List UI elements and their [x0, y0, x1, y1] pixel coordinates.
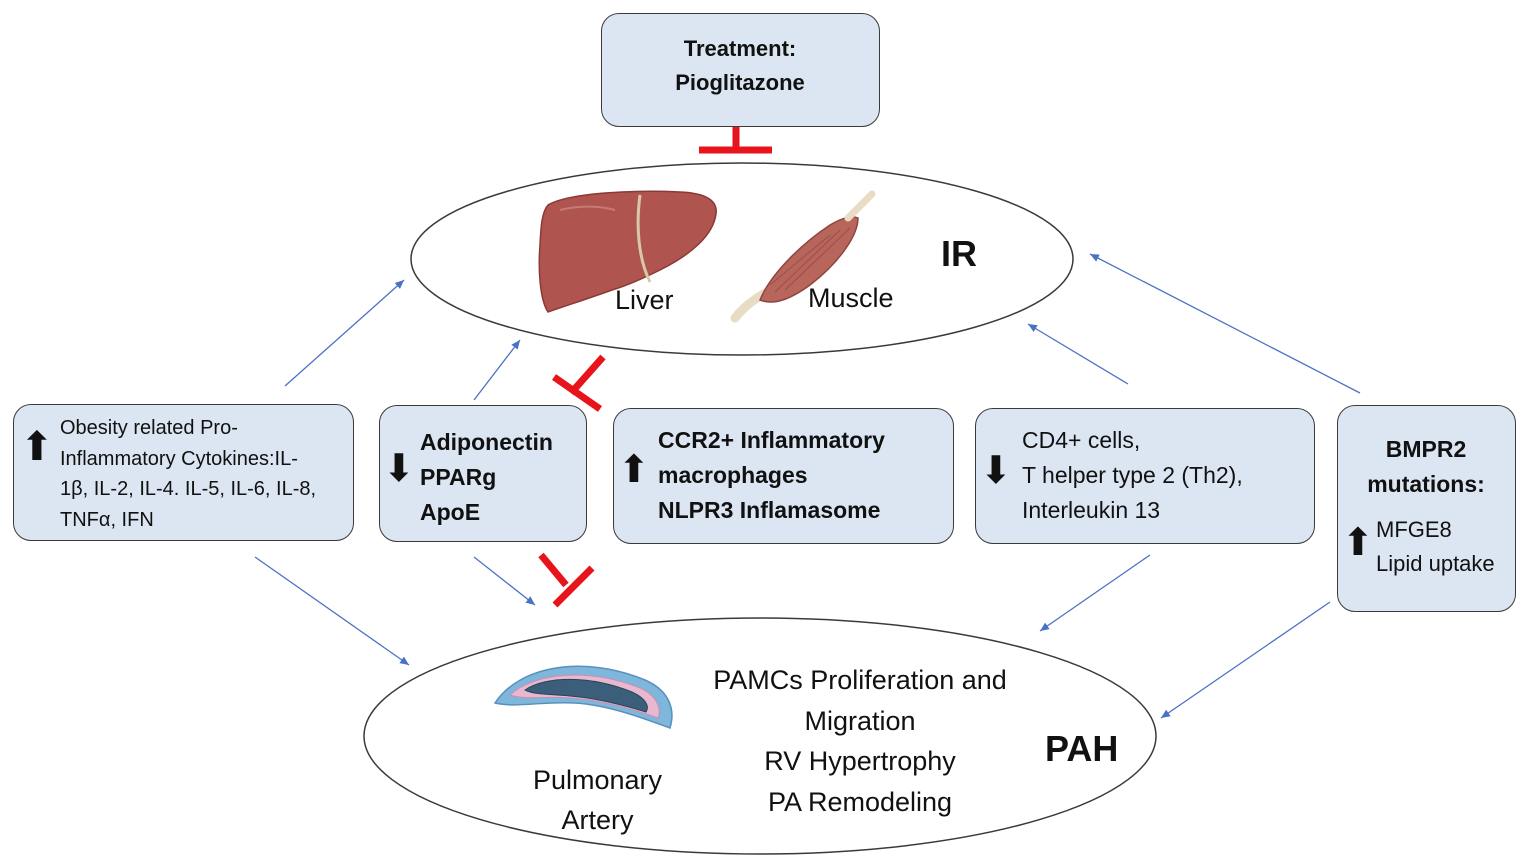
adiponectin-box: ⬇ Adiponectin PPARg ApoE: [379, 405, 587, 542]
mfge8-line: MFGE8: [1376, 517, 1452, 542]
cd4-box: ⬇ CD4+ cells, T helper type 2 (Th2), Int…: [975, 408, 1315, 544]
ir-label: IR: [941, 233, 977, 274]
cytokines-text: Obesity related Pro- Inflammatory Cytoki…: [60, 413, 316, 535]
pah-effects: PAMCs Proliferation and Migration RV Hyp…: [680, 660, 1040, 822]
up-arrow-icon: ⬆: [618, 449, 650, 491]
bmpr2-text: MFGE8 Lipid uptake: [1376, 513, 1495, 581]
treatment-drug: Pioglitazone: [675, 70, 805, 95]
apoe-line: ApoE: [420, 499, 481, 525]
pulmonary-artery-icon: [493, 665, 673, 729]
arrow-adipo-to-ir: [473, 339, 521, 401]
pah-label: PAH: [1045, 728, 1119, 769]
lipid-uptake-line: Lipid uptake: [1376, 551, 1495, 576]
cytokines-line: Inflammatory Cytokines:IL-: [60, 447, 298, 470]
up-arrow-icon: ⬆: [20, 425, 54, 469]
cytokines-box: ⬆ Obesity related Pro- Inflammatory Cyto…: [13, 404, 354, 541]
cd4-text: CD4+ cells, T helper type 2 (Th2), Inter…: [1022, 423, 1243, 528]
arrow-cd4-to-ir: [1027, 323, 1129, 385]
nlpr3-line: NLPR3 Inflamasome: [658, 497, 881, 523]
ccr2-line: CCR2+ Inflammatory: [658, 427, 885, 453]
ccr2-box: ⬆ CCR2+ Inflammatory macrophages NLPR3 I…: [613, 408, 954, 544]
muscle-label: Muscle: [808, 283, 894, 313]
arrow-adipo-to-pah: [473, 556, 536, 606]
treatment-box: Treatment: Pioglitazone: [601, 13, 880, 127]
arrows: [254, 253, 1361, 719]
adiponectin-line: Adiponectin: [420, 429, 553, 455]
ccr2-text: CCR2+ Inflammatory macrophages NLPR3 Inf…: [658, 423, 885, 528]
pulmonary-artery-label: Pulmonary Artery: [500, 760, 695, 840]
pah-effect: PAMCs Proliferation and: [713, 665, 1007, 695]
arrow-cd4-to-pah: [1039, 554, 1151, 632]
pah-effect: RV Hypertrophy: [764, 746, 956, 776]
arrow-cytokines-to-pah: [254, 556, 410, 666]
ppar-line: PPARg: [420, 464, 497, 490]
arrow-cytokines-to-ir: [284, 279, 405, 387]
inhibit-ccr2-ir: [552, 354, 606, 412]
cytokines-line: Obesity related Pro-: [60, 417, 238, 439]
bmpr2-box: BMPR2 mutations: ⬆ MFGE8 Lipid uptake: [1337, 405, 1516, 612]
inhibit-ccr2-pah: [538, 552, 595, 608]
arrow-bmpr2-to-pah: [1160, 601, 1331, 719]
th2-line: T helper type 2 (Th2),: [1022, 462, 1243, 488]
macrophages-line: macrophages: [658, 462, 808, 488]
artery-label: Artery: [561, 805, 634, 835]
cytokines-line: 1β, IL-2, IL-4. IL-5, IL-6, IL-8,: [60, 478, 317, 500]
liver-icon: [538, 190, 717, 313]
arrow-bmpr2-to-ir: [1089, 253, 1361, 394]
bmpr2-subtitle: mutations:: [1367, 471, 1485, 497]
muscle-icon: [730, 190, 876, 323]
pah-effect: Migration: [804, 705, 916, 736]
down-arrow-icon: ⬇: [383, 448, 415, 490]
il13-line: Interleukin 13: [1022, 497, 1161, 523]
cd4-line: CD4+ cells,: [1022, 427, 1141, 453]
down-arrow-icon: ⬇: [980, 450, 1012, 492]
pah-effect: PA Remodeling: [767, 786, 953, 817]
liver-label: Liver: [615, 285, 674, 315]
bmpr2-title: BMPR2: [1385, 436, 1467, 462]
pulmonary-label: Pulmonary: [532, 765, 663, 795]
up-arrow-icon: ⬆: [1342, 522, 1374, 564]
adiponectin-text: Adiponectin PPARg ApoE: [420, 425, 553, 530]
cytokines-line: TNFα, IFN: [60, 508, 154, 531]
treatment-title: Treatment:: [683, 36, 797, 61]
